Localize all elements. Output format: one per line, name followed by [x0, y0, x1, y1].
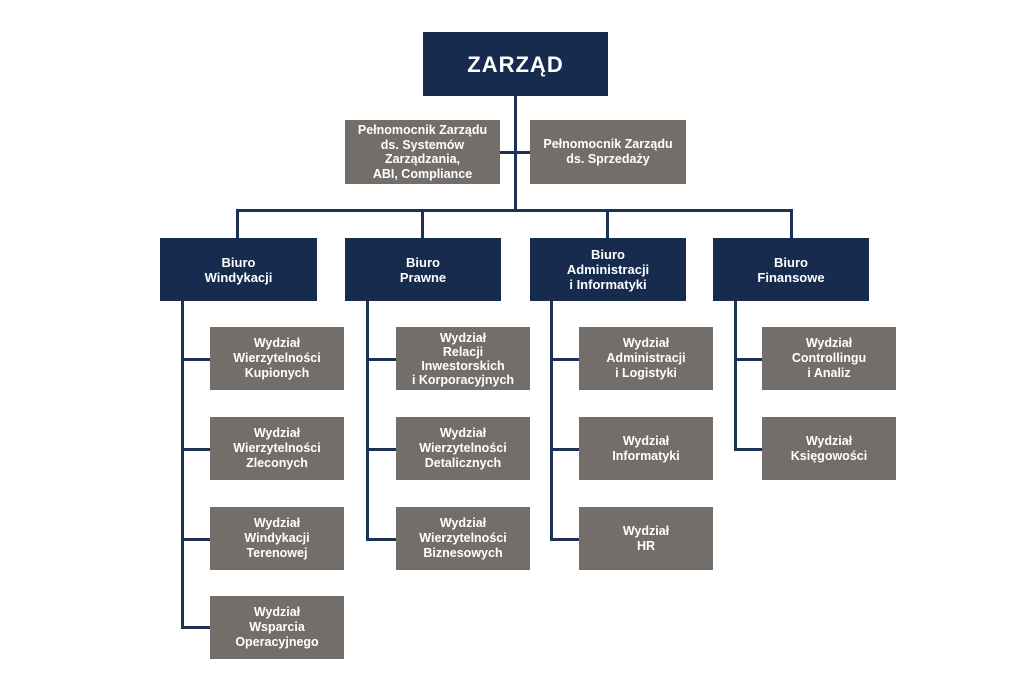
connector-office-4-spine	[734, 300, 737, 451]
connector-office-3-drop	[606, 209, 609, 239]
connector-plenipotentiary-left	[500, 151, 514, 154]
connector-dept-1-3	[181, 538, 211, 541]
connector-plenipotentiary-right	[517, 151, 530, 154]
department-box: Wydział HR	[579, 507, 713, 570]
department-box: Wydział Wierzytelności Detalicznych	[396, 417, 530, 480]
office-windykacji-box: Biuro Windykacji	[160, 238, 317, 301]
department-box: Wydział Księgowości	[762, 417, 896, 480]
connector-office-1-drop	[236, 209, 239, 239]
connector-dept-3-1	[550, 358, 581, 361]
office-finansowe-box: Biuro Finansowe	[713, 238, 869, 301]
connector-board-trunk	[514, 96, 517, 212]
plenipotentiary-compliance-box: Pełnomocnik Zarządu ds. Systemów Zarządz…	[345, 120, 500, 184]
connector-dept-4-1	[734, 358, 764, 361]
connector-office-4-drop	[790, 209, 793, 239]
connector-office-3-spine	[550, 300, 553, 541]
department-box: Wydział Controllingu i Analiz	[762, 327, 896, 390]
connector-office-1-spine	[181, 300, 184, 629]
department-box: Wydział Relacji Inwestorskich i Korporac…	[396, 327, 530, 390]
connector-offices-bus	[236, 209, 793, 212]
connector-office-2-drop	[421, 209, 424, 239]
department-box: Wydział Windykacji Terenowej	[210, 507, 344, 570]
department-box: Wydział Wierzytelności Zleconych	[210, 417, 344, 480]
connector-dept-3-2	[550, 448, 581, 451]
office-administracji-box: Biuro Administracji i Informatyki	[530, 238, 686, 301]
connector-dept-1-1	[181, 358, 211, 361]
office-prawne-box: Biuro Prawne	[345, 238, 501, 301]
connector-dept-2-1	[366, 358, 397, 361]
connector-dept-1-2	[181, 448, 211, 451]
connector-dept-4-2	[734, 448, 764, 451]
department-box: Wydział Administracji i Logistyki	[579, 327, 713, 390]
department-box: Wydział Wierzytelności Kupionych	[210, 327, 344, 390]
department-box: Wydział Wsparcia Operacyjnego	[210, 596, 344, 659]
plenipotentiary-sales-box: Pełnomocnik Zarządu ds. Sprzedaży	[530, 120, 686, 184]
connector-dept-2-2	[366, 448, 397, 451]
connector-dept-2-3	[366, 538, 397, 541]
department-box: Wydział Wierzytelności Biznesowych	[396, 507, 530, 570]
department-box: Wydział Informatyki	[579, 417, 713, 480]
board-box: ZARZĄD	[423, 32, 608, 96]
connector-office-2-spine	[366, 300, 369, 541]
connector-dept-3-3	[550, 538, 581, 541]
connector-dept-1-4	[181, 626, 211, 629]
